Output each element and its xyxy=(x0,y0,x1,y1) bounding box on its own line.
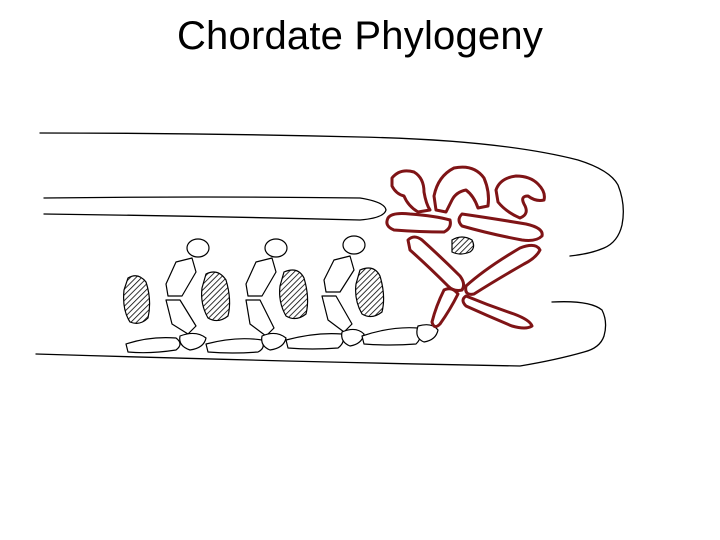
ventral-plate-4 xyxy=(261,332,287,351)
chain-1-upper xyxy=(165,257,197,297)
skull-bone-diagonal-down xyxy=(406,235,466,292)
ventral-plate-7 xyxy=(361,327,422,346)
ventral-plates xyxy=(125,324,439,354)
skull-bone-bar-left xyxy=(385,212,452,234)
skull-bone-diagonal-up xyxy=(464,243,542,296)
chain-1-lower xyxy=(165,299,197,335)
skull-bone-lower-right xyxy=(461,294,534,330)
slide-title: Chordate Phylogeny xyxy=(176,14,544,58)
outline-top-edge xyxy=(39,132,624,257)
neural-arch-1 xyxy=(186,238,210,258)
centrum-4 xyxy=(355,267,385,318)
ventral-plate-5 xyxy=(285,333,344,350)
centrum-1 xyxy=(123,275,151,324)
neural-arches xyxy=(186,235,366,258)
ventral-plate-3 xyxy=(205,338,264,354)
ventral-plate-6 xyxy=(341,328,365,347)
body-outline xyxy=(35,132,624,367)
skull-bone-arch-3 xyxy=(494,174,546,220)
outline-lower-jaw xyxy=(35,301,607,367)
hatched-centra xyxy=(123,236,475,324)
skull-bone-bar-right xyxy=(457,212,544,242)
ventral-plate-8 xyxy=(416,324,439,343)
skull-bone-arch-1 xyxy=(390,169,432,214)
skull-bone-lower-left xyxy=(430,287,460,329)
outline-notochord-band xyxy=(43,196,387,221)
neural-arch-2 xyxy=(264,238,288,258)
bone-chains xyxy=(165,255,355,337)
chain-2-lower xyxy=(245,299,275,337)
neural-arch-3 xyxy=(342,235,366,255)
skull-bones-highlight xyxy=(385,165,546,330)
chain-3-lower xyxy=(321,295,353,333)
skull-foramen xyxy=(451,236,475,255)
skull-bone-arch-2 xyxy=(432,165,490,214)
ventral-plate-1 xyxy=(125,337,181,354)
ventral-plate-2 xyxy=(179,332,207,351)
centrum-3 xyxy=(279,269,309,320)
chain-2-upper xyxy=(245,257,277,297)
centrum-2 xyxy=(201,271,231,322)
chain-3-upper xyxy=(323,255,355,293)
